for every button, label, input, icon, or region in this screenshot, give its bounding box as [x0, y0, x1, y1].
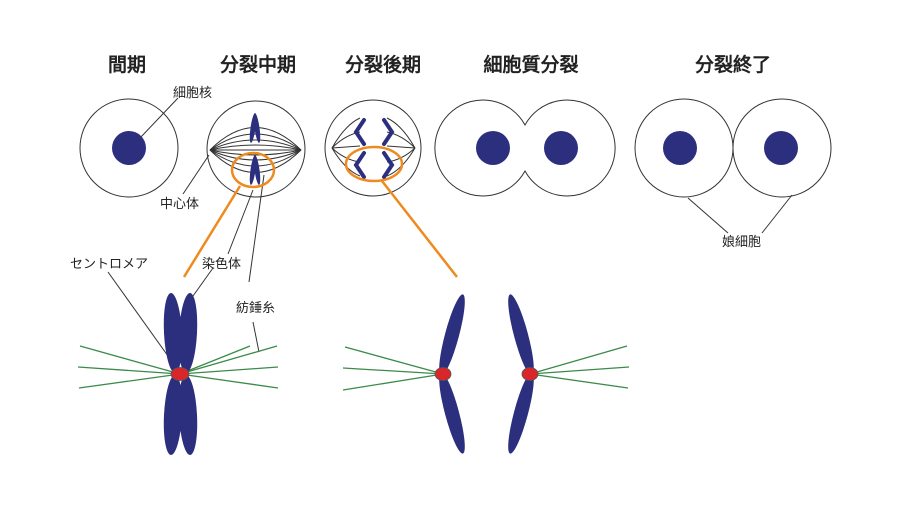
nucleus: [663, 131, 697, 165]
spindle-fibers: [77, 345, 630, 391]
nucleus: [544, 131, 578, 165]
anaphase-highlight: [344, 145, 404, 183]
nucleus: [764, 131, 798, 165]
daughter-leader-line-left: [687, 197, 729, 234]
label-centromere: セントロメア: [70, 257, 148, 272]
nucleus: [476, 131, 510, 165]
metaphase-chromosome-large: [163, 293, 198, 455]
anaphase-chromosome-left: [439, 294, 465, 454]
daughter-leader-line-right: [761, 194, 793, 234]
title-telophase: 分裂終了: [695, 53, 771, 76]
label-centrosome: 中心体: [160, 197, 199, 212]
nucleus-leader-line: [139, 97, 179, 139]
title-cytokinesis: 細胞質分裂: [483, 53, 578, 76]
daughter-cell-right: [732, 98, 832, 198]
anaphase-chromosomes: [353, 118, 395, 179]
centromere: [170, 367, 190, 381]
interphase-cell: [79, 98, 179, 198]
spindle-leader-line-top: [248, 174, 265, 283]
label-chromosome: 染色体: [202, 256, 241, 272]
metaphase-cell: [206, 100, 306, 198]
metaphase-zoom-line: [182, 185, 242, 278]
title-anaphase: 分裂後期: [345, 53, 421, 76]
centromere: [434, 367, 452, 381]
centrosome-leader-line: [182, 154, 210, 195]
metaphase-chromosomes: [249, 113, 261, 185]
spindle-leader-line: [252, 321, 260, 353]
label-spindle: 紡錘糸: [236, 300, 275, 316]
anaphase-zoom-line: [381, 180, 458, 278]
label-nucleus: 細胞核: [173, 86, 212, 101]
anaphase-cell: [324, 99, 422, 197]
anaphase-chromosome-right: [508, 294, 534, 454]
chromosome-leader-line: [192, 267, 214, 297]
label-daughter-cells: 娘細胞: [722, 235, 761, 250]
title-interphase: 間期: [108, 54, 146, 76]
centromere: [521, 367, 539, 381]
cytokinesis-cell: [434, 99, 616, 197]
chromosome-leader-line-top: [227, 189, 254, 255]
nucleus: [112, 131, 146, 165]
title-metaphase: 分裂中期: [220, 53, 296, 76]
metaphase-highlight: [230, 151, 276, 189]
